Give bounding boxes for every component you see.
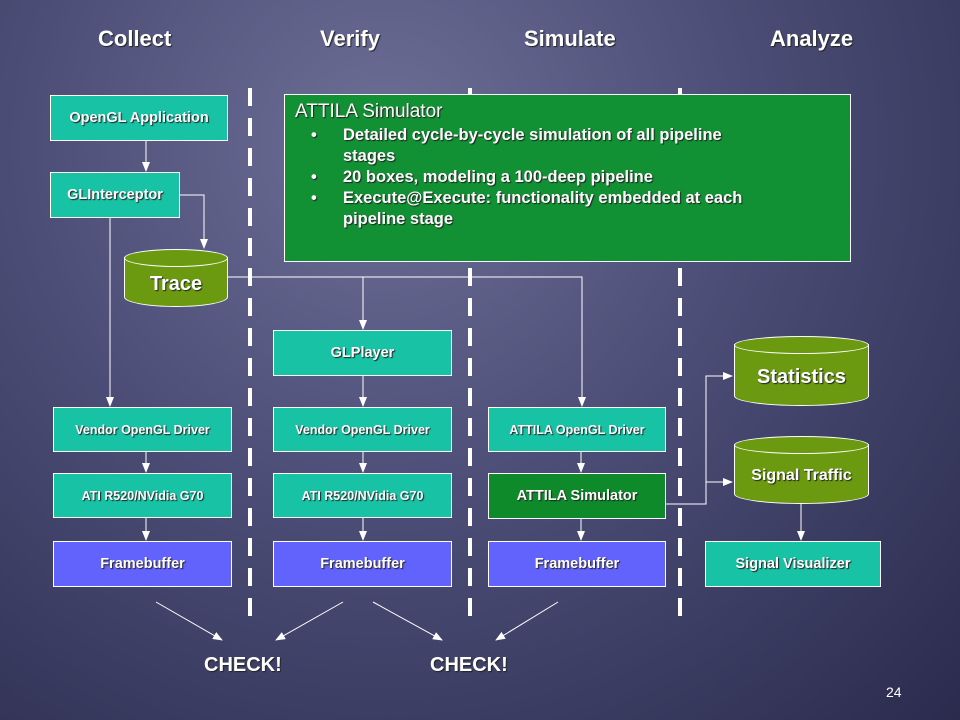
- info-bullet: 20 boxes, modeling a 100-deep pipeline: [311, 167, 840, 188]
- signal-visualizer-box: Signal Visualizer: [705, 541, 881, 587]
- signal-traffic-cylinder: Signal Traffic: [734, 436, 869, 504]
- statistics-label: Statistics: [757, 365, 846, 388]
- collect-vendor-driver-box: Vendor OpenGL Driver: [53, 407, 232, 452]
- phase-simulate: Simulate: [524, 26, 616, 51]
- info-title: ATTILA Simulator: [295, 101, 443, 122]
- collect-framebuffer-box: Framebuffer: [53, 541, 232, 587]
- trace-label: Trace: [149, 272, 203, 295]
- opengl-application-box: OpenGL Application: [50, 95, 228, 141]
- info-bullet-list: Detailed cycle-by-cycle simulation of al…: [295, 125, 840, 230]
- verify-framebuffer-box: Framebuffer: [273, 541, 452, 587]
- attila-opengl-driver-box: ATTILA OpenGL Driver: [488, 407, 666, 452]
- collect-gpu-box: ATI R520/NVidia G70: [53, 473, 232, 518]
- attila-info-box: ATTILA Simulator Detailed cycle-by-cycle…: [284, 94, 851, 262]
- page-number: 24: [886, 684, 902, 700]
- phase-analyze: Analyze: [770, 26, 854, 51]
- glplayer-box: GLPlayer: [273, 330, 452, 376]
- trace-cylinder: Trace: [124, 249, 228, 307]
- phase-verify: Verify: [320, 26, 380, 51]
- check-label-left: CHECK!: [204, 654, 282, 676]
- statistics-cylinder: Statistics: [734, 336, 869, 406]
- attila-simulator-box: ATTILA Simulator: [488, 473, 666, 519]
- simulate-framebuffer-box: Framebuffer: [488, 541, 666, 587]
- signal-traffic-label: Signal Traffic: [751, 467, 852, 484]
- verify-gpu-box: ATI R520/NVidia G70: [273, 473, 452, 518]
- check-label-right: CHECK!: [430, 654, 508, 676]
- phase-collect: Collect: [98, 26, 172, 51]
- verify-vendor-driver-box: Vendor OpenGL Driver: [273, 407, 452, 452]
- info-bullet: Execute@Execute: functionality embedded …: [311, 188, 840, 230]
- info-bullet: Detailed cycle-by-cycle simulation of al…: [311, 125, 840, 167]
- glinterceptor-box: GLInterceptor: [50, 172, 180, 218]
